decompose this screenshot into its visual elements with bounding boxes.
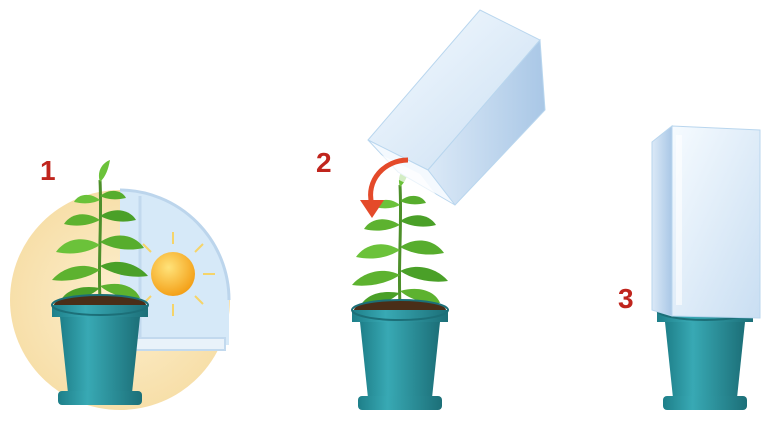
- step-1: [10, 160, 230, 410]
- box-icon: [368, 10, 545, 205]
- step-number-2: 2: [316, 147, 332, 178]
- step-3: [652, 126, 760, 410]
- step-number-3: 3: [618, 283, 634, 314]
- step-2: [352, 10, 545, 410]
- plant-pot-icon: [352, 300, 448, 410]
- step-number-1: 1: [40, 155, 56, 186]
- box-icon: [652, 126, 760, 318]
